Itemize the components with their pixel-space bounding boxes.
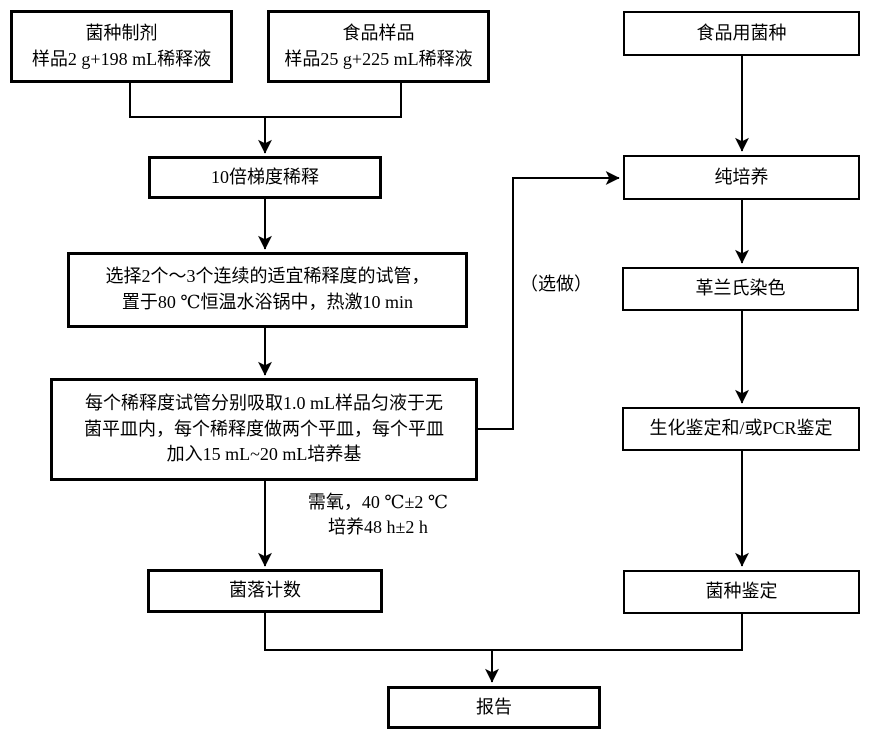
node-gram-stain: 革兰氏染色 — [622, 267, 859, 311]
node-tenfold-dilution: 10倍梯度稀释 — [148, 156, 382, 199]
node-biochem-pcr: 生化鉴定和/或PCR鉴定 — [622, 407, 860, 451]
node-label: 菌种制剂 — [85, 22, 158, 43]
node-starter-prep: 菌种制剂 样品2 g+198 mL稀释液 — [10, 10, 233, 83]
annotation-incubation-line1: 需氧，40 ℃±2 ℃ — [307, 492, 449, 512]
node-label: 菌落计数 — [229, 580, 301, 601]
node-label: 报告 — [476, 696, 512, 717]
node-label: 纯培养 — [714, 166, 769, 187]
node-food-sample: 食品样品 样品25 g+225 mL稀释液 — [267, 10, 490, 83]
node-food-culture: 食品用菌种 — [623, 11, 860, 56]
node-label: 置于80 ℃恒温水浴锅中，热激10 min — [121, 292, 414, 312]
node-label: 加入15 mL~20 mL培养基 — [166, 444, 362, 465]
node-colony-count: 菌落计数 — [147, 569, 383, 613]
node-label: 每个稀释度试管分别吸取1.0 mL样品匀液于无 — [85, 393, 443, 414]
connector-merge-bottom — [264, 613, 743, 651]
node-label: 10倍梯度稀释 — [211, 166, 319, 187]
connector-optional-to-pure-culture — [478, 171, 620, 430]
node-label: 样品2 g+198 mL稀释液 — [31, 48, 212, 69]
annotation-incubation: 需氧，40 ℃±2 ℃ 培养48 h±2 h — [278, 490, 478, 540]
node-label: 菌平皿内，每个稀释度做两个平皿，每个平皿 — [84, 418, 444, 439]
node-label: 生化鉴定和/或PCR鉴定 — [649, 418, 833, 439]
node-label: 样品25 g+225 mL稀释液 — [284, 48, 473, 69]
node-label: 食品样品 — [342, 22, 415, 43]
node-label: 革兰氏染色 — [695, 278, 786, 299]
annotation-incubation-line2: 培养48 h±2 h — [328, 517, 428, 538]
node-label: 选择2个～3个连续的适宜稀释度的试管， — [105, 266, 430, 287]
annotation-optional: （选做） — [520, 274, 592, 294]
connector-merge-top — [129, 82, 402, 118]
node-report: 报告 — [387, 686, 601, 729]
node-label: 食品用菌种 — [696, 22, 787, 43]
node-plating: 每个稀释度试管分别吸取1.0 mL样品匀液于无 菌平皿内，每个稀释度做两个平皿，… — [50, 378, 478, 481]
node-pure-culture: 纯培养 — [623, 155, 860, 200]
node-select-tubes: 选择2个～3个连续的适宜稀释度的试管， 置于80 ℃恒温水浴锅中，热激10 mi… — [67, 252, 468, 328]
node-label: 菌种鉴定 — [705, 581, 778, 602]
node-strain-id: 菌种鉴定 — [623, 570, 860, 614]
